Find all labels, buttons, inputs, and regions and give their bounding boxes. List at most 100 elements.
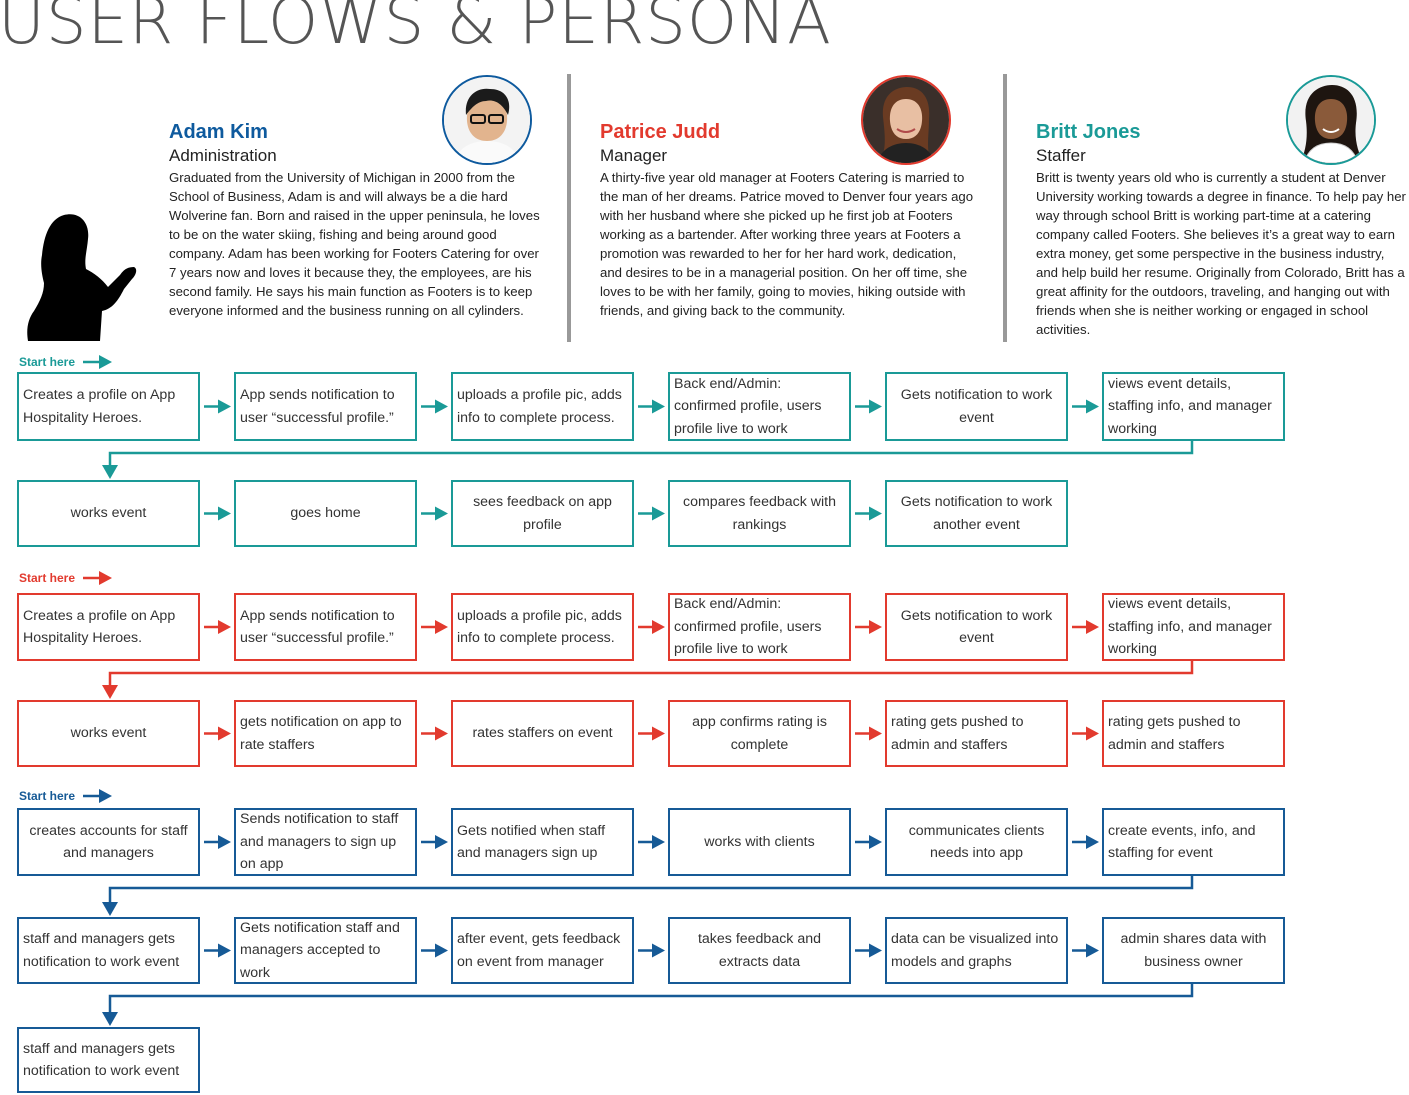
flow-step-box: Gets notification staff and managers acc… bbox=[234, 917, 417, 984]
flow-step-text: uploads a profile pic, adds info to comp… bbox=[457, 607, 622, 647]
persona-bio: A thirty-five year old manager at Footer… bbox=[600, 170, 974, 318]
start-arrow-icon bbox=[83, 354, 113, 369]
start-here-text: Start here bbox=[19, 570, 76, 585]
flow-step-text: rating gets pushed to admin and staffers bbox=[1108, 714, 1241, 753]
flow-arrow-icon bbox=[1072, 726, 1099, 741]
patrice-judd-avatar bbox=[861, 75, 951, 165]
flow-arrow-icon bbox=[1072, 943, 1099, 958]
flow-arrow-icon bbox=[638, 399, 665, 414]
flow-step-box: admin shares data with business owner bbox=[1102, 917, 1285, 984]
flow-arrow-icon bbox=[204, 506, 231, 521]
flow-step-box: app confirms rating is complete bbox=[668, 700, 851, 767]
flow-step-text: works event bbox=[70, 505, 147, 522]
flow-step-box: Back end/Admin: confirmed profile, users… bbox=[668, 372, 851, 441]
row-connector-arrow-icon bbox=[102, 661, 1194, 699]
persona-name: Britt Jones bbox=[1036, 121, 1141, 143]
persona-silhouette-icon bbox=[27, 214, 137, 341]
flow-arrow-icon bbox=[855, 835, 882, 849]
persona-bio: Britt is twenty years old who is current… bbox=[1036, 170, 1406, 337]
persona-role: Staffer bbox=[1036, 146, 1086, 165]
flow-step-text: staff and managers gets notification to … bbox=[23, 1040, 180, 1080]
flow-arrow-icon bbox=[855, 726, 882, 741]
flow-arrow-icon bbox=[421, 620, 448, 634]
flow-step-box: creates accounts for staff and managers bbox=[17, 808, 200, 876]
flow-step-box: goes home bbox=[234, 480, 417, 547]
flow-step-text: data can be visualized into models and g… bbox=[891, 931, 1059, 970]
start-arrow-icon bbox=[83, 570, 113, 585]
flow-step-box: staff and managers gets notification to … bbox=[17, 917, 200, 984]
flow-step-text: Back end/Admin: confirmed profile, users… bbox=[674, 596, 822, 658]
persona-role: Manager bbox=[600, 146, 668, 165]
start-arrow-icon bbox=[83, 788, 113, 803]
flow-step-text: communicates clients needs into app bbox=[908, 822, 1045, 862]
row-connector-arrow-icon bbox=[102, 984, 1194, 1026]
flow-step-text: rating gets pushed to admin and staffers bbox=[891, 714, 1024, 753]
flow-step-text: works with clients bbox=[704, 833, 815, 850]
flow-step-text: create events, info, and staffing for ev… bbox=[1108, 822, 1256, 862]
flow-step-box: sees feedback on app profile bbox=[451, 480, 634, 547]
flow-step-text: Sends notification to staff and managers… bbox=[240, 811, 399, 873]
flow-step-text: admin shares data with business owner bbox=[1120, 931, 1267, 970]
flow-step-box: create events, info, and staffing for ev… bbox=[1102, 808, 1285, 876]
flow-arrow-icon bbox=[855, 943, 882, 958]
flow-arrow-icon bbox=[1072, 620, 1099, 634]
flow-step-text: App sends notification to user “successf… bbox=[240, 387, 395, 426]
flow-arrow-icon bbox=[204, 943, 231, 958]
flow-step-box: Gets notification to work event bbox=[885, 593, 1068, 661]
flow-step-text: works event bbox=[70, 725, 147, 742]
flow-step-box: views event details, staffing info, and … bbox=[1102, 593, 1285, 661]
persona-role: Administration bbox=[169, 146, 277, 165]
flow-arrow-icon bbox=[421, 726, 448, 741]
persona-name: Adam Kim bbox=[169, 121, 268, 143]
row-connector-arrow-icon bbox=[102, 876, 1194, 916]
flow-step-box: App sends notification to user “successf… bbox=[234, 372, 417, 441]
flow-step-box: staff and managers gets notification to … bbox=[17, 1027, 200, 1093]
start-here-text: Start here bbox=[19, 788, 76, 803]
flow-arrow-icon bbox=[638, 506, 665, 521]
flow-step-text: creates accounts for staff and managers bbox=[29, 822, 188, 862]
flow-arrow-icon bbox=[638, 726, 665, 741]
flow-arrow-icon bbox=[1072, 399, 1099, 414]
flow-step-box: uploads a profile pic, adds info to comp… bbox=[451, 593, 634, 661]
flow-step-text: Gets notification to work event bbox=[900, 387, 1053, 426]
flow-step-box: Gets notification to work another event bbox=[885, 480, 1068, 547]
flow-step-text: views event details, staffing info, and … bbox=[1108, 375, 1272, 437]
flow-arrow-icon bbox=[1072, 835, 1099, 849]
flow-step-text: rates staffers on event bbox=[472, 725, 613, 742]
flow-step-box: works with clients bbox=[668, 808, 851, 876]
start-here-label: Start here bbox=[19, 353, 113, 370]
flow-step-text: App sends notification to user “successf… bbox=[240, 607, 395, 647]
adam-kim-avatar bbox=[442, 75, 532, 165]
flow-step-text: app confirms rating is complete bbox=[692, 714, 827, 753]
persona-name: Patrice Judd bbox=[600, 121, 721, 143]
flow-arrow-icon bbox=[204, 726, 231, 741]
flow-step-box: App sends notification to user “successf… bbox=[234, 593, 417, 661]
flow-step-text: Creates a profile on App Hospitality Her… bbox=[23, 607, 176, 647]
start-here-label: Start here bbox=[19, 569, 113, 586]
flow-step-text: views event details, staffing info, and … bbox=[1108, 596, 1272, 658]
row-connector-arrow-icon bbox=[102, 441, 1194, 479]
persona-divider bbox=[1003, 74, 1007, 342]
flow-step-text: Gets notification to work another event bbox=[900, 494, 1053, 533]
flow-arrow-icon bbox=[855, 506, 882, 521]
flow-step-text: takes feedback and extracts data bbox=[697, 931, 822, 970]
flow-arrow-icon bbox=[855, 399, 882, 414]
flow-step-box: compares feedback with rankings bbox=[668, 480, 851, 547]
flow-arrow-icon bbox=[638, 835, 665, 849]
start-here-text: Start here bbox=[19, 354, 76, 369]
flow-arrow-icon bbox=[204, 399, 231, 414]
flow-step-box: rating gets pushed to admin and staffers bbox=[1102, 700, 1285, 767]
flow-step-box: Creates a profile on App Hospitality Her… bbox=[17, 372, 200, 441]
persona-bio: Graduated from the University of Michiga… bbox=[169, 170, 540, 318]
flow-step-box: Gets notification to work event bbox=[885, 372, 1068, 441]
flow-step-box: after event, gets feedback on event from… bbox=[451, 917, 634, 984]
start-here-label: Start here bbox=[19, 787, 113, 804]
flow-step-box: Back end/Admin: confirmed profile, users… bbox=[668, 593, 851, 661]
flow-step-box: Sends notification to staff and managers… bbox=[234, 808, 417, 876]
flow-step-box: works event bbox=[17, 700, 200, 767]
flow-arrow-icon bbox=[421, 506, 448, 521]
flow-arrow-icon bbox=[855, 620, 882, 634]
flow-arrow-icon bbox=[421, 943, 448, 958]
flow-step-box: communicates clients needs into app bbox=[885, 808, 1068, 876]
